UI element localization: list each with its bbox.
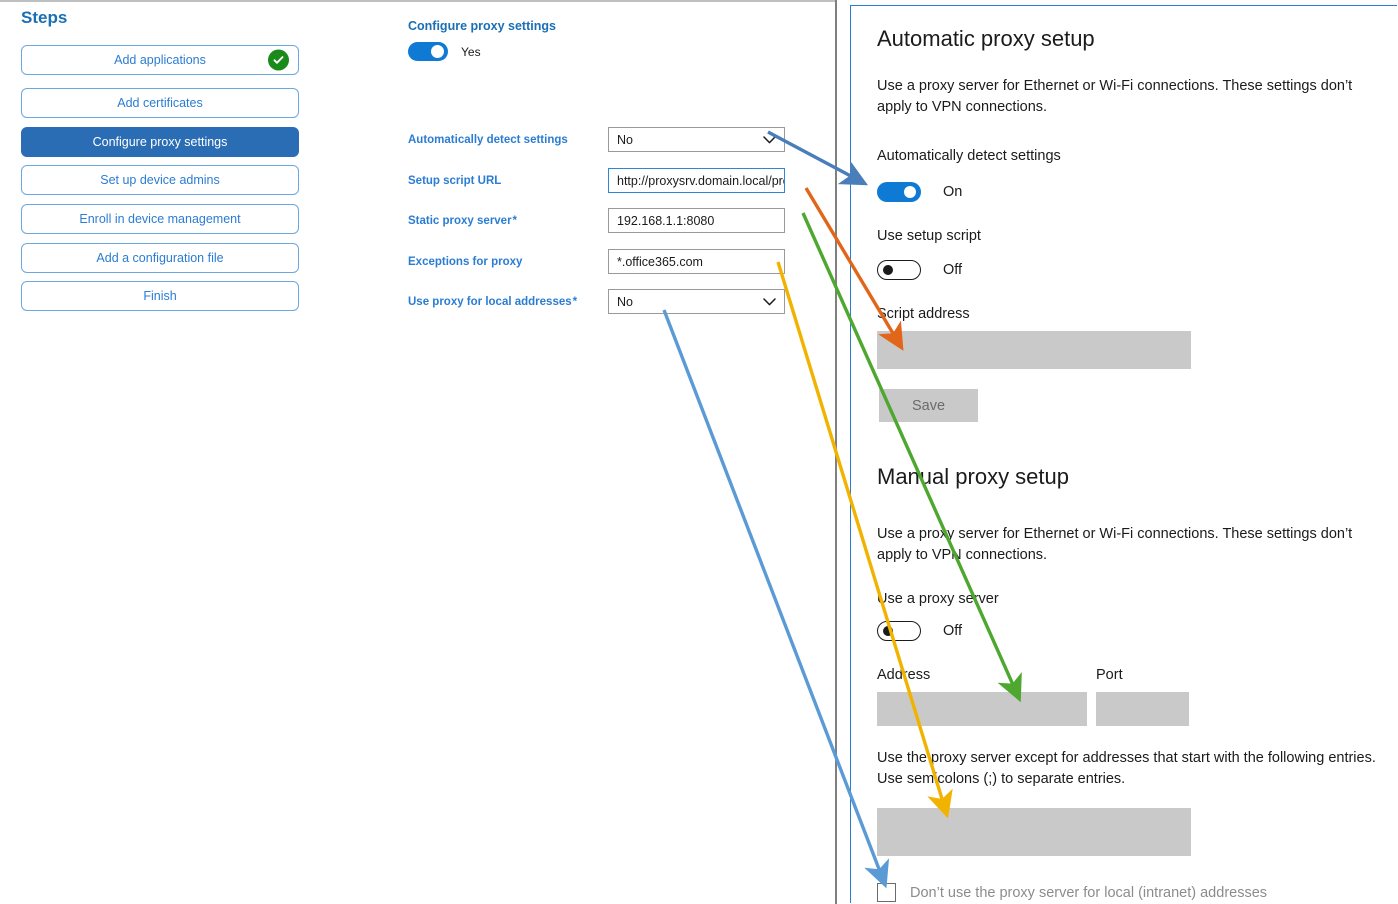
- checkbox-icon[interactable]: [877, 883, 896, 902]
- proxy-form-panel: Configure proxy settings Yes Automatical…: [400, 0, 830, 904]
- toggle-state-label: On: [943, 184, 963, 200]
- automatically-detect-settings-select[interactable]: No: [608, 127, 785, 152]
- step-label: Enroll in device management: [79, 212, 241, 226]
- field-value: No: [617, 294, 633, 309]
- use-proxy-for-local-addresses-select[interactable]: No: [608, 289, 785, 314]
- required-asterisk: *: [571, 296, 578, 308]
- field-row-exceptions-for-proxy: Exceptions for proxy *.office365.com: [408, 249, 828, 275]
- field-row-use-proxy-for-local-addresses: Use proxy for local addresses * No: [408, 289, 828, 315]
- step-add-applications[interactable]: Add applications: [21, 45, 299, 75]
- step-configure-proxy-settings[interactable]: Configure proxy settings: [21, 127, 299, 157]
- toggle-knob: [883, 265, 893, 275]
- use-a-proxy-server-toggle[interactable]: Off: [877, 621, 962, 641]
- automatically-detect-settings-label: Automatically detect settings: [877, 148, 1061, 164]
- field-label: Exceptions for proxy: [408, 256, 523, 268]
- field-row-static-proxy-server: Static proxy server * 192.168.1.1:8080: [408, 208, 828, 234]
- static-proxy-server-input[interactable]: 192.168.1.1:8080: [608, 208, 785, 233]
- toggle-knob: [904, 186, 916, 198]
- use-setup-script-toggle[interactable]: Off: [877, 260, 962, 280]
- proxy-exceptions-input[interactable]: [877, 808, 1191, 856]
- step-add-certificates[interactable]: Add certificates: [21, 88, 299, 118]
- proxy-exceptions-description: Use the proxy server except for addresse…: [877, 750, 1376, 787]
- panel-divider-vertical: [835, 0, 837, 904]
- field-label: Use proxy for local addresses *: [408, 296, 578, 308]
- step-label: Configure proxy settings: [92, 135, 228, 149]
- toggle-switch[interactable]: [877, 260, 921, 280]
- chevron-down-icon: [763, 135, 776, 143]
- field-label: Static proxy server *: [408, 215, 517, 227]
- step-label: Finish: [143, 289, 177, 303]
- field-row-automatically-detect-settings: Automatically detect settings No: [408, 127, 828, 153]
- field-row-setup-script-url: Setup script URL http://proxysrv.domain.…: [408, 168, 828, 194]
- chevron-down-icon: [763, 297, 776, 305]
- configure-proxy-toggle[interactable]: Yes: [408, 42, 481, 61]
- exceptions-for-proxy-input[interactable]: *.office365.com: [608, 249, 785, 274]
- toggle-state-label: Off: [943, 262, 963, 278]
- port-input[interactable]: [1096, 692, 1189, 726]
- toggle-knob: [883, 626, 893, 636]
- toggle-state-label: Off: [943, 623, 963, 639]
- address-input[interactable]: [877, 692, 1087, 726]
- field-label: Setup script URL: [408, 175, 502, 187]
- manual-proxy-setup-description: Use a proxy server for Ethernet or Wi-Fi…: [877, 526, 1353, 563]
- form-heading: Configure proxy settings: [408, 19, 556, 33]
- script-address-label: Script address: [877, 306, 970, 322]
- step-finish[interactable]: Finish: [21, 281, 299, 311]
- toggle-switch[interactable]: [877, 182, 921, 202]
- toggle-switch[interactable]: [877, 621, 921, 641]
- top-divider: [0, 0, 836, 2]
- check-circle-icon: [268, 49, 289, 71]
- use-setup-script-label: Use setup script: [877, 228, 981, 244]
- required-asterisk: *: [511, 215, 517, 227]
- address-label: Address: [877, 667, 931, 683]
- step-enroll-in-device-management[interactable]: Enroll in device management: [21, 204, 299, 234]
- use-a-proxy-server-label: Use a proxy server: [877, 591, 999, 607]
- automatic-proxy-setup-heading: Automatic proxy setup: [877, 26, 1095, 51]
- local-intranet-checkbox-row[interactable]: Don’t use the proxy server for local (in…: [877, 883, 1267, 902]
- automatic-proxy-setup-description: Use a proxy server for Ethernet or Wi-Fi…: [877, 78, 1353, 115]
- script-address-input[interactable]: [877, 331, 1191, 369]
- step-label: Add a configuration file: [96, 251, 224, 265]
- manual-proxy-setup-heading: Manual proxy setup: [877, 464, 1069, 489]
- field-value: 192.168.1.1:8080: [617, 213, 715, 228]
- steps-title: Steps: [21, 8, 68, 27]
- step-add-a-configuration-file[interactable]: Add a configuration file: [21, 243, 299, 273]
- field-value: *.office365.com: [617, 254, 703, 269]
- save-button[interactable]: Save: [879, 389, 978, 422]
- automatically-detect-settings-toggle[interactable]: On: [877, 182, 962, 202]
- step-label: Add certificates: [117, 96, 203, 110]
- step-label: Add applications: [114, 53, 206, 67]
- field-label: Automatically detect settings: [408, 134, 568, 146]
- step-label: Set up device admins: [100, 173, 220, 187]
- step-set-up-device-admins[interactable]: Set up device admins: [21, 165, 299, 195]
- local-intranet-checkbox-label: Don’t use the proxy server for local (in…: [910, 884, 1268, 901]
- port-label: Port: [1096, 667, 1123, 683]
- windows-proxy-settings-panel: Automatic proxy setup Use a proxy server…: [850, 5, 1397, 903]
- field-value: No: [617, 132, 633, 147]
- toggle-knob: [431, 45, 444, 58]
- steps-panel: Steps Add applications Add certificates …: [0, 0, 330, 330]
- toggle-state-label: Yes: [461, 44, 481, 59]
- toggle-switch[interactable]: [408, 42, 448, 61]
- field-value: http://proxysrv.domain.local/proxy.pa: [617, 173, 784, 188]
- setup-script-url-input[interactable]: http://proxysrv.domain.local/proxy.pa: [608, 168, 785, 193]
